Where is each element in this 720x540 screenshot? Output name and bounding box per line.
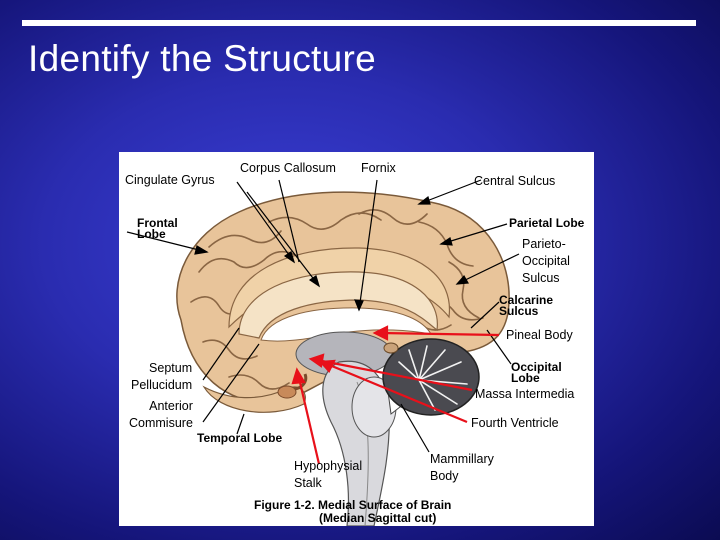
pointer-parietal-lobe <box>440 223 508 245</box>
red-pointer-hypophysial-stalk <box>297 377 321 465</box>
label-pineal-body: Pineal Body <box>506 328 573 342</box>
slide-title: Identify the Structure <box>28 38 377 79</box>
label-calcarine-sulcus: Calcarine Sulcus <box>499 293 554 318</box>
label-fourth-ventricle: Fourth Ventricle <box>471 416 559 430</box>
figure-caption-title: Figure 1-2. Medial Surface of Brain <box>254 498 452 512</box>
label-fornix: Fornix <box>361 161 396 175</box>
label-central-sulcus: Central Sulcus <box>474 174 556 188</box>
title-underline-bar <box>22 20 696 26</box>
label-anterior-commisure: Anterior Commisure <box>129 399 193 430</box>
brain-figure: Frontal Lobe Parietal Lobe Calcarine Sul… <box>119 152 594 526</box>
label-occipital-lobe: Occipital Lobe <box>511 360 562 385</box>
pointer-mammillary <box>400 403 430 453</box>
label-frontal-lobe: Frontal Lobe <box>137 216 178 241</box>
corpus-callosum <box>238 271 438 339</box>
pointer-temporal-lobe <box>236 413 245 435</box>
pointer-cingulate-gyrus <box>236 181 295 263</box>
red-pointer-pineal-body <box>380 331 500 337</box>
cerebellum-arbor <box>398 345 468 411</box>
red-pointer-massa-intermedia <box>316 358 473 392</box>
label-mammillary-body: Mammillary Body <box>430 452 494 483</box>
pointer-frontal-lobe <box>126 231 208 253</box>
pointer-fornix <box>358 179 378 311</box>
pointer-calcarine <box>470 301 500 329</box>
pointer-corpus-callosum <box>246 191 320 287</box>
pointer-septum <box>202 327 240 381</box>
black-pointers <box>126 179 520 453</box>
label-temporal-lobe: Temporal Lobe <box>197 431 283 445</box>
pointer-parieto-occipital <box>456 253 520 285</box>
pineal-gland <box>383 342 399 354</box>
red-pointers <box>291 325 500 465</box>
figure-caption-subtitle: (Median Sagittal cut) <box>319 511 437 525</box>
label-septum-pellucidum: Septum Pellucidum <box>131 361 193 392</box>
brain-illustration <box>126 179 520 526</box>
label-massa-intermedia: Massa Intermedia <box>475 387 575 401</box>
pointer-anterior-commisure <box>202 343 260 423</box>
label-corpus-callosum: Corpus Callosum <box>240 161 336 175</box>
label-cingulate-gyrus: Cingulate Gyrus <box>125 173 215 187</box>
red-pointer-fourth-ventricle <box>326 362 468 424</box>
pituitary <box>277 385 297 399</box>
label-hypophysial-stalk: Hypophysial Stalk <box>294 459 363 490</box>
label-parietal-lobe: Parietal Lobe <box>509 216 585 230</box>
label-parieto-occipital-sulcus: Parieto- Occipital Sulcus <box>522 237 570 285</box>
